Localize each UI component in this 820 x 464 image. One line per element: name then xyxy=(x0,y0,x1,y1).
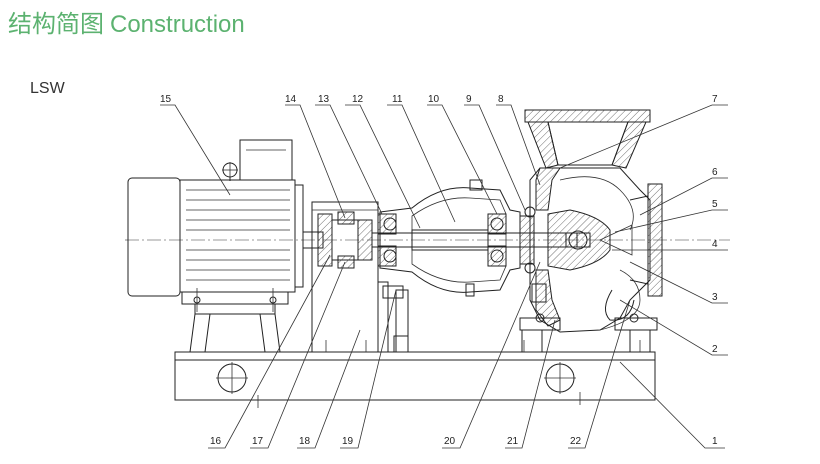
callout-18: 18 xyxy=(299,436,311,447)
callout-3: 3 xyxy=(712,292,718,303)
callout-8: 8 xyxy=(498,94,504,105)
callout-16: 16 xyxy=(210,436,222,447)
callout-15: 15 xyxy=(160,94,172,105)
callout-22: 22 xyxy=(570,436,582,447)
motor xyxy=(127,139,304,353)
callout-19: 19 xyxy=(342,436,354,447)
coupling xyxy=(302,211,373,269)
callout-7: 7 xyxy=(712,94,718,105)
callout-13: 13 xyxy=(318,94,330,105)
callout-6: 6 xyxy=(712,167,718,178)
leader-lines xyxy=(160,104,728,449)
support-frame xyxy=(311,201,409,353)
pump-casing xyxy=(519,109,663,353)
model-label: LSW xyxy=(30,80,65,97)
callout-5: 5 xyxy=(712,199,718,210)
base-plate xyxy=(174,351,656,408)
callout-17: 17 xyxy=(252,436,264,447)
bearing-housing xyxy=(377,179,521,297)
title-en: Construction xyxy=(110,11,245,38)
callout-21: 21 xyxy=(507,436,519,447)
title-cn: 结构简图 xyxy=(8,11,104,38)
callout-14: 14 xyxy=(285,94,297,105)
callout-2: 2 xyxy=(712,344,718,355)
callout-10: 10 xyxy=(428,94,440,105)
callout-1: 1 xyxy=(712,436,718,447)
callout-11: 11 xyxy=(392,94,403,105)
callout-12: 12 xyxy=(352,94,364,105)
callout-9: 9 xyxy=(466,94,472,105)
callout-4: 4 xyxy=(712,239,718,250)
callout-20: 20 xyxy=(444,436,456,447)
